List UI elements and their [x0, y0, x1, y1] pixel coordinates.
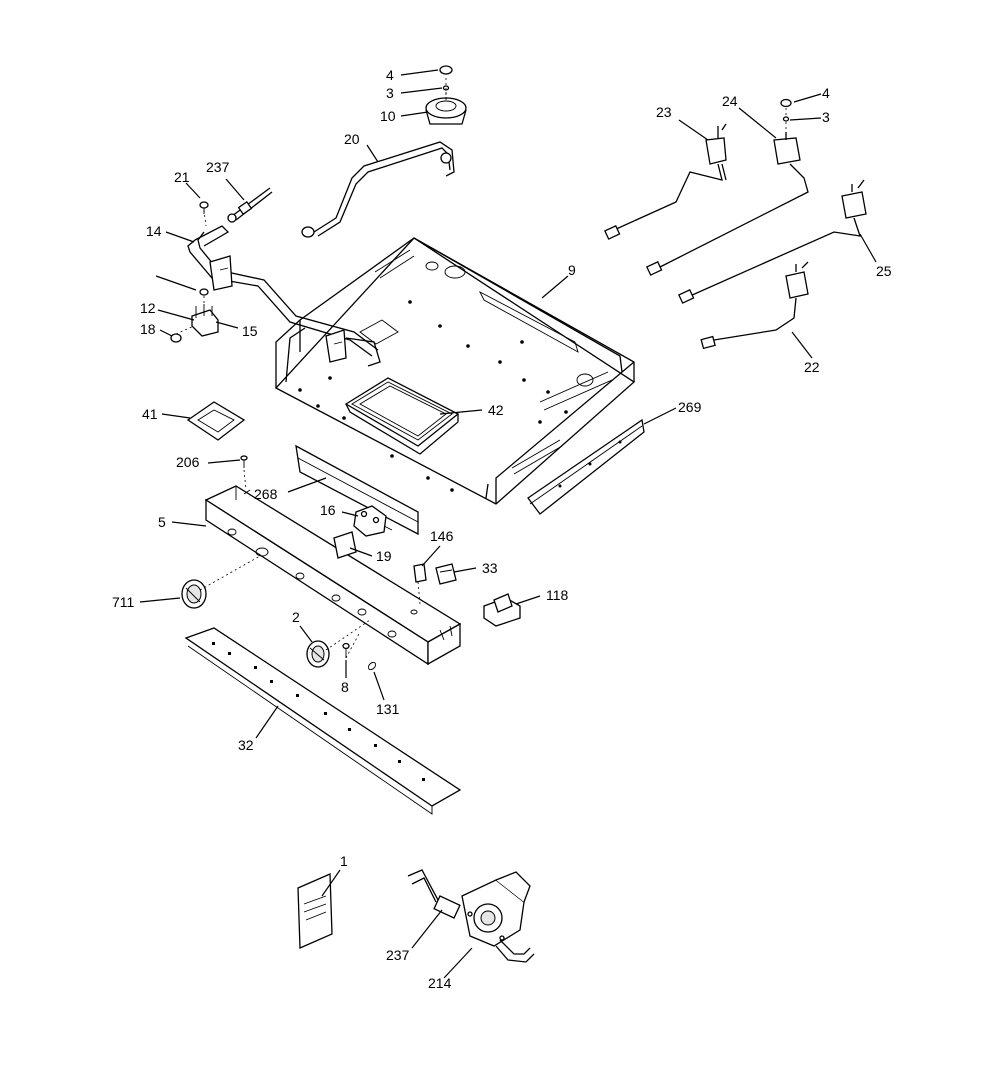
callout-269: 269 [678, 399, 702, 415]
callout-42: 42 [488, 402, 504, 418]
side-trim-right [527, 418, 645, 515]
front-trim-strip [295, 444, 419, 536]
callout-21: 21 [174, 169, 190, 185]
callout-1: 1 [340, 853, 348, 869]
callout-3: 3 [386, 85, 394, 101]
screw-206 [240, 455, 248, 468]
valve-25 [678, 179, 867, 304]
orifice-fitting [227, 187, 273, 223]
callout-18: 18 [140, 321, 156, 337]
pressure-regulator [461, 871, 535, 963]
screw-8 [342, 642, 350, 658]
burner-supply-tube [301, 141, 455, 238]
callout-10: 10 [380, 108, 396, 124]
inlet-pipe-237 [407, 869, 461, 919]
gas-manifold [187, 225, 381, 367]
callout-2: 2 [292, 609, 300, 625]
callout-237: 237 [206, 159, 230, 175]
callout-25: 25 [876, 263, 892, 279]
ignition-switch [191, 288, 219, 337]
rocker-switch-33 [435, 563, 457, 585]
clip-131 [367, 661, 377, 671]
clip-146 [413, 563, 427, 583]
literature-envelope [297, 873, 333, 949]
alignment-lines [175, 78, 787, 659]
control-knob-2 [306, 640, 330, 668]
pan-mounting-holes [298, 300, 568, 492]
callout-711: 711 [112, 594, 135, 610]
valve-23 [604, 123, 727, 240]
valve-22 [700, 261, 809, 350]
callout-24: 24 [722, 93, 738, 109]
callout-22: 22 [804, 359, 820, 375]
callout-20: 20 [344, 131, 360, 147]
callout-4: 4 [386, 67, 394, 83]
callout-41: 41 [142, 406, 158, 422]
spark-switch-16 [353, 505, 393, 537]
callout-14: 14 [146, 223, 162, 239]
callout-33: 33 [482, 560, 498, 576]
callout-4-right: 4 [822, 85, 830, 101]
leader-lines [139, 69, 877, 979]
callout-16: 16 [320, 502, 336, 518]
callout-146: 146 [430, 528, 454, 544]
nut-18 [170, 333, 182, 343]
control-panel [204, 485, 462, 666]
control-knob-711 [181, 579, 207, 609]
valve-24 [646, 98, 809, 276]
callout-214: 214 [428, 975, 452, 991]
callout-118: 118 [546, 587, 569, 603]
callout-9: 9 [568, 262, 576, 278]
callout-131: 131 [376, 701, 400, 717]
callout-19: 19 [376, 548, 392, 564]
gasket-41 [186, 401, 246, 441]
callout-8: 8 [341, 679, 349, 695]
bracket-19 [333, 531, 357, 559]
callout-23: 23 [656, 104, 672, 120]
callout-268: 268 [254, 486, 278, 502]
callout-5: 5 [158, 514, 166, 530]
indicator-light-118 [483, 593, 521, 627]
callout-12: 12 [140, 300, 156, 316]
callout-15: 15 [242, 323, 258, 339]
callout-labels: 4 3 10 20 21 237 14 12 15 18 23 24 4 3 2… [112, 67, 892, 991]
callout-237-regulator: 237 [386, 947, 410, 963]
callout-32: 32 [238, 737, 254, 753]
callout-206: 206 [176, 454, 200, 470]
bottom-trim-32 [184, 627, 462, 815]
callout-3-right: 3 [822, 109, 830, 125]
screw-21 [199, 201, 209, 214]
